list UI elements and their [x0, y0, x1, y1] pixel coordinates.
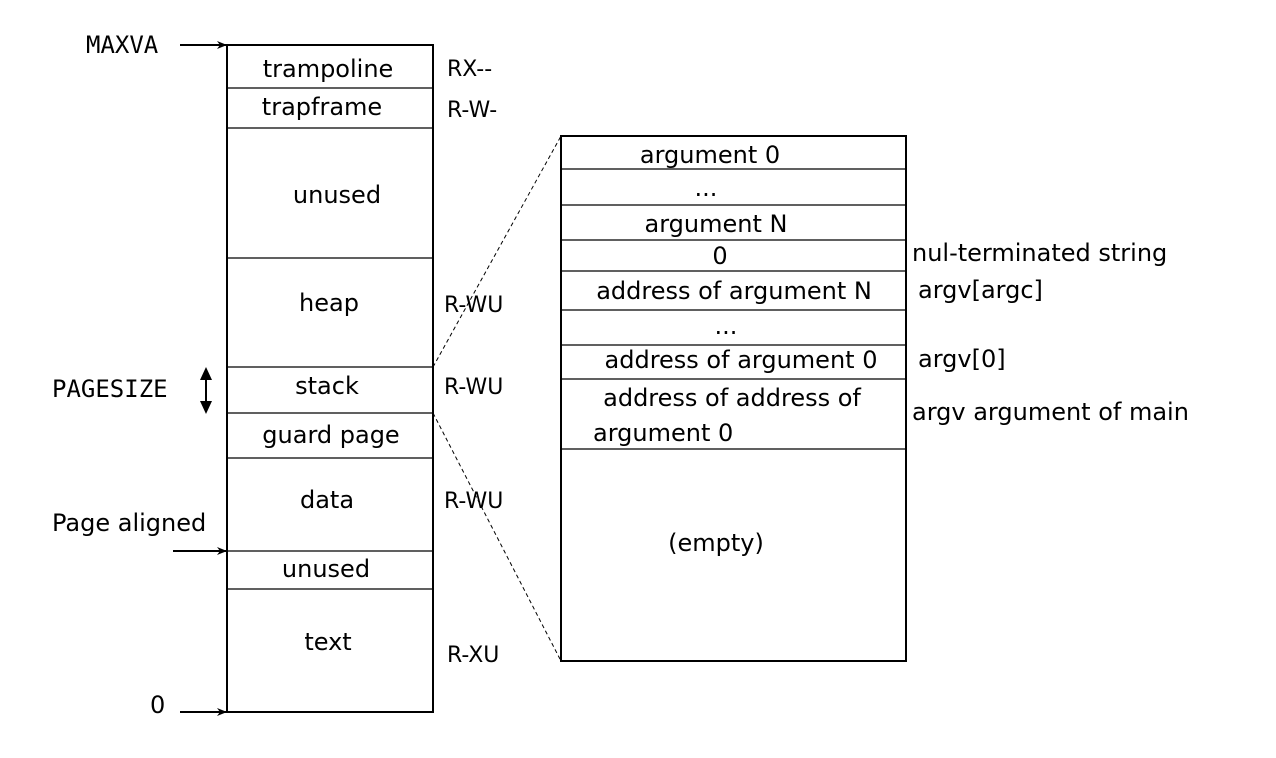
- stack-row-zero: 0: [712, 242, 727, 270]
- stack-row-ellipsis-1: ...: [695, 174, 718, 202]
- stack-detail-dividers: [561, 168, 906, 450]
- stack-detail-box: [560, 135, 907, 662]
- segment-unused-top: unused: [293, 181, 381, 209]
- segment-stack: stack: [295, 372, 359, 400]
- zoom-line-top: [432, 135, 562, 368]
- maxva-label: MAXVA: [86, 31, 159, 59]
- stack-row-empty: (empty): [668, 529, 764, 557]
- pagesize-label: PAGESIZE: [52, 375, 168, 403]
- stack-row-address-of-argument-0: address of argument 0: [605, 346, 878, 374]
- stack-row-address-of-address-line1: address of address of: [603, 384, 861, 412]
- perm-data: R-WU: [444, 489, 503, 514]
- segment-text: text: [304, 628, 351, 656]
- note-argv-argument-of-main: argv argument of main: [912, 398, 1189, 426]
- segment-heap: heap: [299, 289, 359, 317]
- address-space-dividers: [227, 87, 433, 590]
- segment-guard-page: guard page: [262, 421, 399, 449]
- segment-trapframe: trapframe: [262, 93, 382, 121]
- perm-trapframe: R-W-: [447, 98, 497, 123]
- stack-row-ellipsis-2: ...: [715, 312, 738, 340]
- address-space-column: [226, 44, 434, 713]
- stack-row-address-of-address-line2: argument 0: [593, 419, 733, 447]
- segment-data: data: [300, 486, 354, 514]
- zero-address-label: 0: [150, 691, 165, 719]
- segment-unused-bottom: unused: [282, 555, 370, 583]
- page-aligned-label: Page aligned: [52, 509, 206, 537]
- note-argv-argc: argv[argc]: [918, 276, 1043, 304]
- stack-row-address-of-argument-n: address of argument N: [596, 277, 872, 305]
- note-argv-0: argv[0]: [918, 345, 1006, 373]
- stack-row-argument-n: argument N: [645, 210, 788, 238]
- stack-row-argument-0: argument 0: [640, 141, 780, 169]
- note-nul-terminated: nul-terminated string: [912, 239, 1167, 267]
- segment-trampoline: trampoline: [263, 55, 394, 83]
- zoom-line-bottom: [432, 412, 562, 662]
- perm-heap: R-WU: [444, 293, 503, 318]
- perm-trampoline: RX--: [447, 57, 492, 82]
- perm-stack: R-WU: [444, 375, 503, 400]
- perm-text: R-XU: [447, 643, 499, 668]
- pagesize-double-arrow: [200, 367, 212, 414]
